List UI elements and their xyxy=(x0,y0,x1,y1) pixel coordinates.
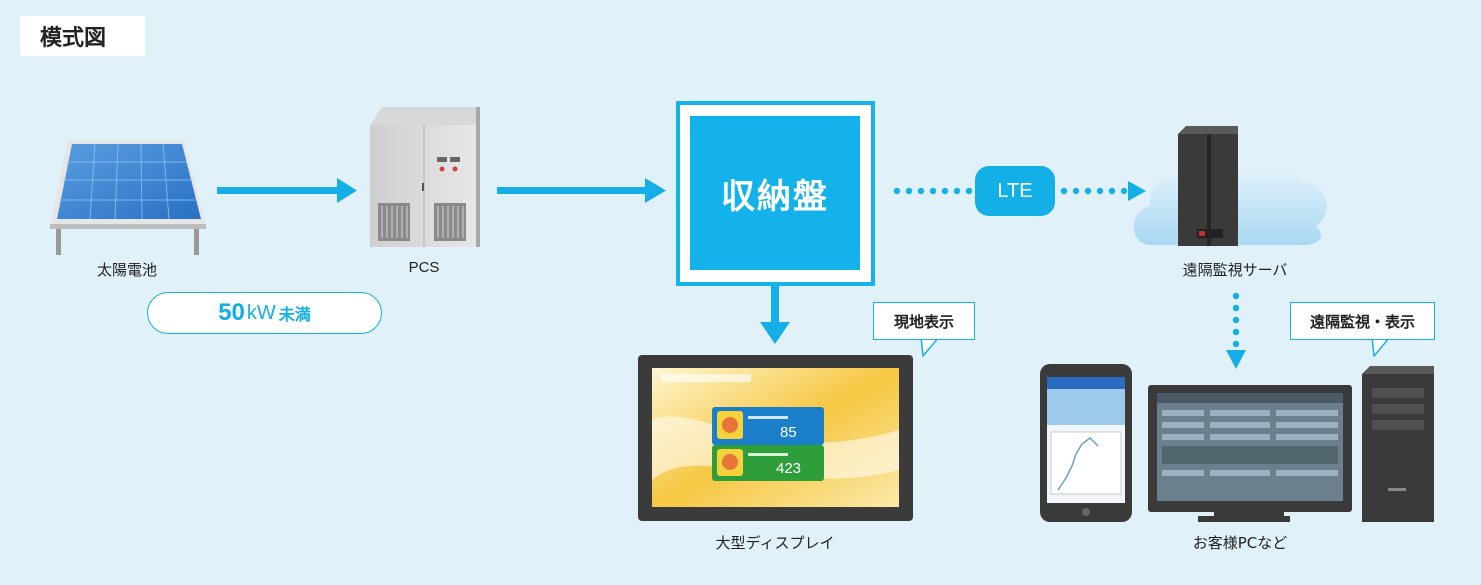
smartphone-icon xyxy=(1040,364,1132,522)
callout-remote-display: 遠隔監視・表示 xyxy=(1290,302,1435,340)
pcs-cabinet-icon xyxy=(370,107,480,247)
capacity-text: 未満 xyxy=(278,305,311,324)
capacity-number: 50 xyxy=(218,299,245,326)
pcs-label: PCS xyxy=(408,259,440,276)
screen-reading-2: 423 xyxy=(776,460,802,477)
cloud-server-icon xyxy=(1133,126,1327,246)
screen-reading-1: 85 xyxy=(780,424,797,441)
capacity-unit: kW xyxy=(246,301,276,324)
callout-local-display: 現地表示 xyxy=(873,302,975,340)
capacity-badge: 50 kW 未満 xyxy=(147,292,382,334)
tower-pc-icon xyxy=(1362,366,1434,522)
desktop-monitor-icon xyxy=(1148,385,1352,522)
display-label: 大型ディスプレイ xyxy=(715,534,835,552)
lte-badge: LTE xyxy=(975,166,1055,216)
server-label: 遠隔監視サーバ xyxy=(1182,261,1288,279)
solar-label: 太陽電池 xyxy=(96,261,157,279)
large-display-icon xyxy=(638,355,913,521)
storage-box-label: 収納盤 xyxy=(690,116,860,270)
diagram-title: 模式図 xyxy=(20,16,145,56)
solar-panel-icon xyxy=(50,140,206,255)
client-label: お客様PCなど xyxy=(1192,534,1288,552)
